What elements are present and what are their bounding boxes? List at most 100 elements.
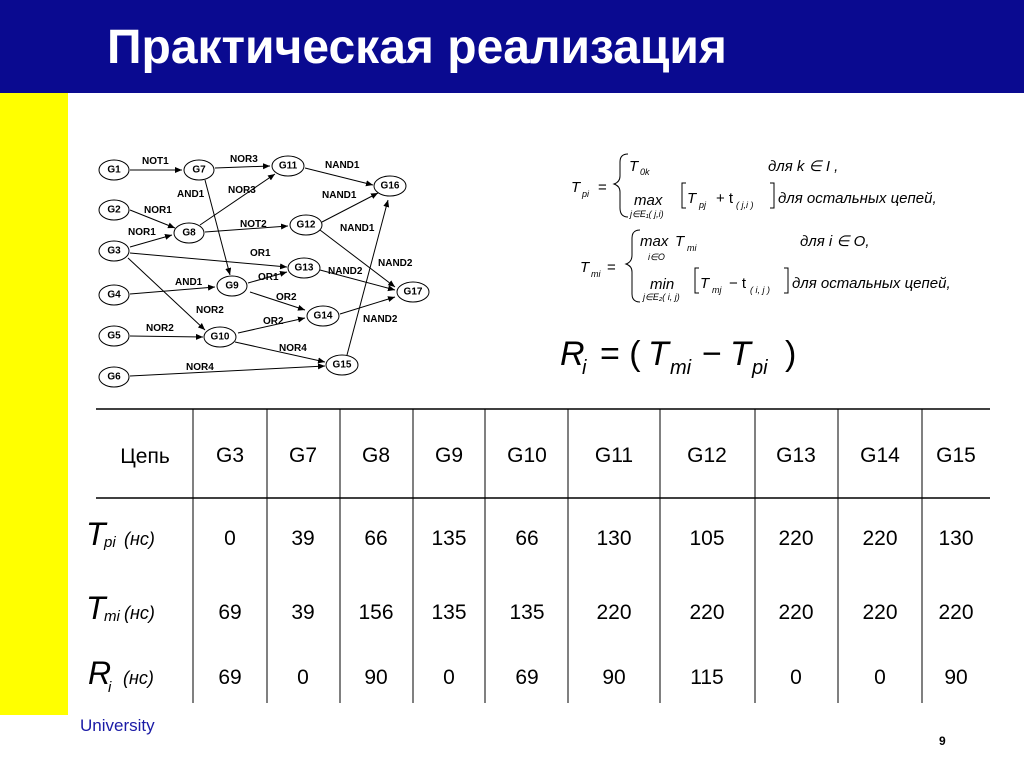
svg-text:G16: G16 bbox=[381, 181, 400, 192]
svg-text:pj: pj bbox=[698, 200, 707, 210]
svg-text:G17: G17 bbox=[404, 287, 423, 298]
svg-text:G4: G4 bbox=[107, 290, 121, 301]
svg-text:G13: G13 bbox=[295, 263, 314, 274]
slide-title: Практическая реализация bbox=[107, 21, 727, 74]
edge-label-or2-top: OR2 bbox=[276, 292, 297, 303]
edge-label-nor3-mid: NOR3 bbox=[228, 185, 256, 196]
graph-node-g15: G15 bbox=[325, 354, 359, 376]
svg-text:=: = bbox=[598, 179, 607, 196]
svg-text:pi: pi bbox=[581, 189, 590, 199]
svg-text:j∈E₂( i, j): j∈E₂( i, j) bbox=[642, 292, 680, 302]
svg-text:90: 90 bbox=[944, 666, 967, 689]
edge-label-nand2-right: NAND2 bbox=[378, 258, 413, 269]
svg-text:mi: mi bbox=[104, 608, 120, 625]
row-label-tmi: T mi (нс) bbox=[86, 590, 155, 626]
svg-text:R: R bbox=[88, 655, 111, 691]
graph-node-g4: G4 bbox=[98, 284, 130, 306]
svg-text:90: 90 bbox=[602, 666, 625, 689]
svg-text:220: 220 bbox=[862, 527, 897, 550]
table-col-header: G8 bbox=[362, 444, 390, 467]
svg-text:G2: G2 bbox=[107, 205, 121, 216]
svg-text:220: 220 bbox=[689, 601, 724, 624]
svg-text:для остальных цепей,: для остальных цепей, bbox=[792, 275, 951, 292]
edge-g11-g16 bbox=[304, 167, 374, 187]
row-label-tpi: T pi (нс) bbox=[86, 516, 155, 552]
svg-text:220: 220 bbox=[778, 601, 813, 624]
svg-text:min: min bbox=[650, 276, 674, 293]
svg-text:max: max bbox=[640, 233, 669, 250]
edge-label-not2: NOT2 bbox=[240, 219, 267, 230]
svg-text:69: 69 bbox=[218, 666, 241, 689]
svg-text:T: T bbox=[629, 158, 640, 175]
edge-g13-g17 bbox=[319, 269, 396, 292]
edge-g7-g11 bbox=[214, 163, 271, 170]
svg-text:i∈O: i∈O bbox=[648, 252, 665, 262]
svg-text:G5: G5 bbox=[107, 331, 121, 342]
edge-g9-g13 bbox=[247, 271, 288, 284]
svg-text:G1: G1 bbox=[107, 165, 121, 176]
svg-text:G11: G11 bbox=[279, 161, 298, 172]
graph-node-g13: G13 bbox=[287, 257, 321, 279]
svg-text:T: T bbox=[700, 275, 711, 292]
edge-label-nor4-left: NOR4 bbox=[186, 362, 214, 373]
svg-text:): ) bbox=[785, 335, 796, 373]
svg-text:G14: G14 bbox=[314, 311, 333, 322]
svg-text:pi: pi bbox=[103, 534, 116, 551]
edge-label-and1-top: AND1 bbox=[177, 189, 205, 200]
svg-text:R: R bbox=[560, 335, 585, 373]
table-col-header: G12 bbox=[687, 444, 727, 467]
svg-text:T: T bbox=[675, 233, 686, 250]
edge-g10-g14 bbox=[237, 316, 306, 334]
svg-text:135: 135 bbox=[431, 527, 466, 550]
edge-label-not1: NOT1 bbox=[142, 156, 169, 167]
svg-text:(нс): (нс) bbox=[123, 668, 154, 688]
edge-label-nor2-mid: NOR2 bbox=[196, 305, 224, 316]
formula-ri: R i = ( T mi − T pi ) bbox=[560, 335, 796, 379]
edge-g6-g15 bbox=[129, 363, 326, 377]
svg-text:для остальных цепей,: для остальных цепей, bbox=[778, 190, 937, 207]
svg-text:G8: G8 bbox=[182, 228, 196, 239]
graph-node-g1: G1 bbox=[98, 159, 130, 181]
graph-node-g5: G5 bbox=[98, 325, 130, 347]
svg-text:220: 220 bbox=[862, 601, 897, 624]
edge-label-nand1-top: NAND1 bbox=[325, 160, 360, 171]
svg-text:135: 135 bbox=[509, 601, 544, 624]
svg-text:90: 90 bbox=[364, 666, 387, 689]
table-col-header: G3 bbox=[216, 444, 244, 467]
svg-text:115: 115 bbox=[690, 666, 723, 689]
svg-text:T: T bbox=[730, 335, 753, 373]
svg-text:0: 0 bbox=[297, 666, 309, 689]
svg-text:G7: G7 bbox=[192, 165, 206, 176]
edge-g8-g12 bbox=[204, 223, 289, 233]
edge-g14-g17 bbox=[339, 296, 396, 315]
graph-node-g16: G16 bbox=[373, 175, 407, 197]
graph-edges bbox=[127, 163, 396, 377]
edge-label-nor1-low: NOR1 bbox=[128, 227, 156, 238]
svg-text:T: T bbox=[571, 179, 582, 196]
svg-text:66: 66 bbox=[515, 527, 538, 550]
svg-text:0: 0 bbox=[224, 527, 236, 550]
graph-node-g14: G14 bbox=[306, 305, 340, 327]
edge-g8-g11 bbox=[199, 173, 276, 226]
table-col-header: G15 bbox=[936, 444, 976, 467]
svg-text:− t: − t bbox=[729, 275, 747, 292]
edge-label-nand2-low: NAND2 bbox=[363, 314, 398, 325]
svg-text:max: max bbox=[634, 192, 663, 209]
left-accent-bar bbox=[0, 93, 68, 715]
table-row: 69 39 156 135 135 220 220 220 220 220 bbox=[218, 601, 973, 624]
formulas: T pi = T 0k для k ∈ I , max j∈E₁( j,i) T… bbox=[560, 153, 951, 379]
title-bar: Практическая реализация bbox=[0, 0, 1024, 93]
svg-text:mi: mi bbox=[687, 243, 697, 253]
svg-text:G15: G15 bbox=[333, 360, 352, 371]
svg-text:= (: = ( bbox=[600, 335, 641, 373]
edge-g7-g9 bbox=[204, 179, 232, 276]
svg-text:156: 156 bbox=[358, 601, 393, 624]
edge-g15-g16 bbox=[346, 199, 390, 356]
svg-text:−: − bbox=[702, 335, 722, 373]
edge-g12-g17 bbox=[319, 229, 396, 288]
edge-g5-g10 bbox=[129, 333, 204, 340]
row-label-ri: R i (нс) bbox=[88, 655, 154, 696]
svg-text:для i ∈ O,: для i ∈ O, bbox=[800, 233, 870, 250]
svg-text:69: 69 bbox=[515, 666, 538, 689]
edge-g3-g10 bbox=[127, 257, 206, 331]
